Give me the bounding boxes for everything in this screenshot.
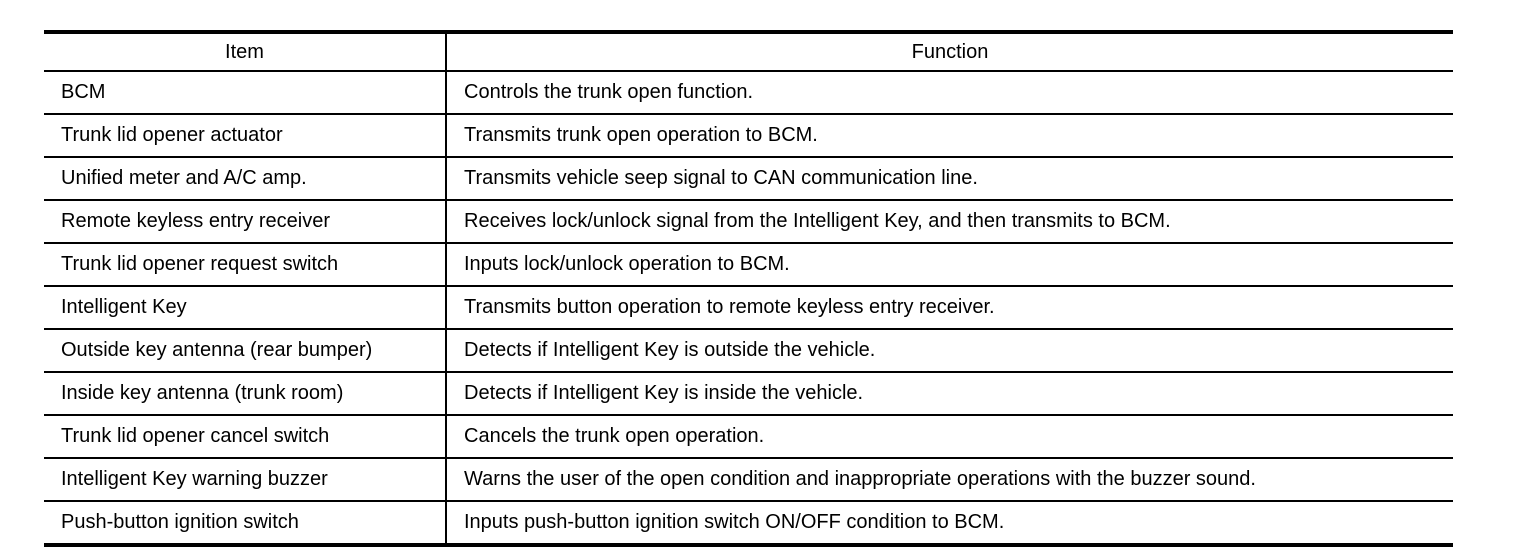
item-cell: Remote keyless entry receiver — [44, 200, 447, 243]
item-cell: Inside key antenna (trunk room) — [44, 372, 447, 415]
item-cell: Unified meter and A/C amp. — [44, 157, 447, 200]
item-cell: Intelligent Key warning buzzer — [44, 458, 447, 501]
item-function-table-container: Item Function BCM Controls the trunk ope… — [44, 30, 1453, 547]
table-row: Unified meter and A/C amp. Transmits veh… — [44, 157, 1453, 200]
table-row: BCM Controls the trunk open function. — [44, 71, 1453, 114]
function-cell: Controls the trunk open function. — [464, 81, 754, 103]
header-cell-function: Function — [911, 40, 989, 63]
table-row: Trunk lid opener cancel switch Cancels t… — [44, 415, 1453, 458]
function-cell: Inputs push-button ignition switch ON/OF… — [464, 511, 1005, 533]
function-cell: Transmits vehicle seep signal to CAN com… — [464, 167, 978, 189]
function-cell: Inputs lock/unlock operation to BCM. — [464, 253, 790, 275]
item-cell: Push-button ignition switch — [44, 501, 447, 545]
table-row: Inside key antenna (trunk room) Detects … — [44, 372, 1453, 415]
table-row: Intelligent Key Transmits button operati… — [44, 286, 1453, 329]
item-cell: Outside key antenna (rear bumper) — [44, 329, 447, 372]
function-cell: Transmits trunk open operation to BCM. — [464, 124, 818, 146]
header-row: Item Function — [44, 32, 1453, 71]
table-body: BCM Controls the trunk open function. Tr… — [44, 71, 1453, 545]
table-row: Trunk lid opener request switch Inputs l… — [44, 243, 1453, 286]
function-cell: Detects if Intelligent Key is outside th… — [464, 339, 876, 361]
item-cell: Intelligent Key — [44, 286, 447, 329]
table-row: Outside key antenna (rear bumper) Detect… — [44, 329, 1453, 372]
table-header: Item Function — [44, 32, 1453, 71]
function-cell: Detects if Intelligent Key is inside the… — [464, 382, 864, 404]
function-cell: Transmits button operation to remote key… — [464, 296, 995, 318]
item-cell: BCM — [44, 71, 447, 114]
table-row: Trunk lid opener actuator Transmits trun… — [44, 114, 1453, 157]
item-cell: Trunk lid opener cancel switch — [44, 415, 447, 458]
item-cell: Trunk lid opener actuator — [44, 114, 447, 157]
table-row: Push-button ignition switch Inputs push-… — [44, 501, 1453, 545]
function-cell: Receives lock/unlock signal from the Int… — [464, 210, 1171, 232]
item-function-table: Item Function BCM Controls the trunk ope… — [44, 30, 1453, 547]
table-row: Remote keyless entry receiver Receives l… — [44, 200, 1453, 243]
function-cell: Warns the user of the open condition and… — [464, 468, 1256, 490]
item-cell: Trunk lid opener request switch — [44, 243, 447, 286]
table-row: Intelligent Key warning buzzer Warns the… — [44, 458, 1453, 501]
header-cell-item: Item — [44, 32, 447, 71]
function-cell: Cancels the trunk open operation. — [464, 425, 765, 447]
